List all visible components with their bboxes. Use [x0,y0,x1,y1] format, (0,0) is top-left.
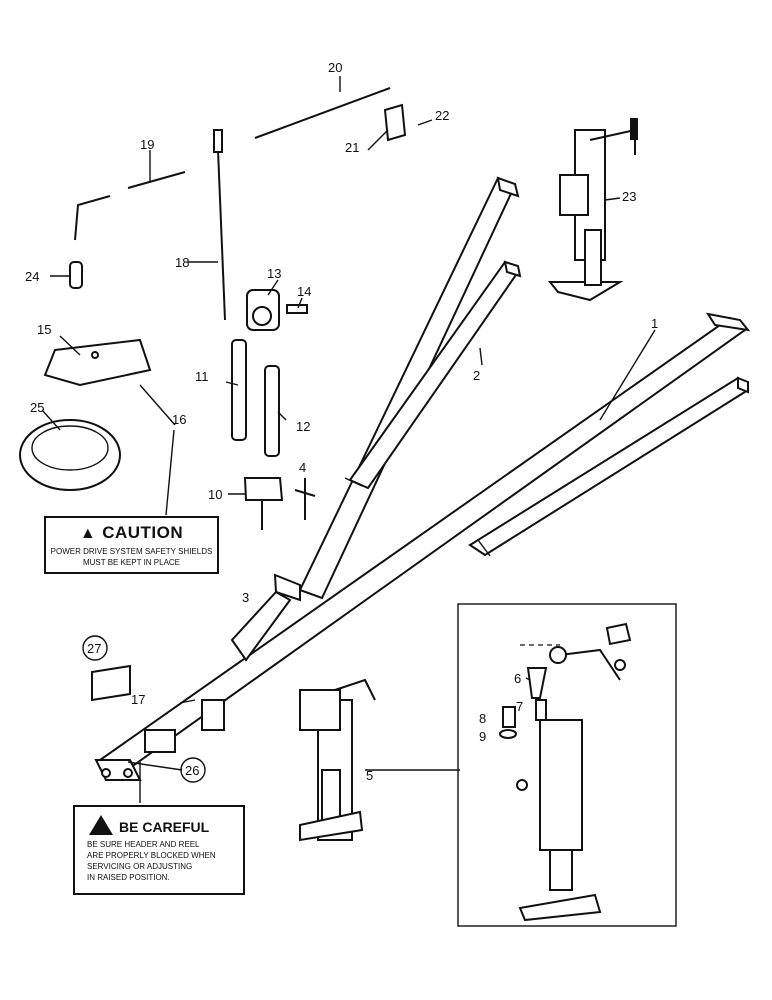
callout-18: 18 [175,255,189,270]
callout-1: 1 [651,316,658,331]
jack-23 [547,118,638,302]
clevis-10 [243,477,284,530]
careful-line-2: ARE PROPERLY BLOCKED WHEN [87,851,216,860]
callout-12: 12 [296,419,310,434]
caution-line-1: POWER DRIVE SYSTEM SAFETY SHIELDS [50,547,213,556]
careful-line-3: SERVICING OR ADJUSTING [87,862,193,871]
caution-line-2: MUST BE KEPT IN PLACE [82,558,181,567]
callout-2: 2 [473,368,480,383]
callout-16: 16 [172,412,186,427]
callout-26-circle [180,757,206,783]
frame-tube-3 [230,573,301,662]
careful-heading-text: BE CAREFUL [119,819,210,835]
callout-13: 13 [267,266,281,281]
caution-heading: ▲ CAUTION [46,523,217,543]
pin-4 [294,478,316,520]
callout-19: 19 [140,137,154,152]
jack-5 [299,678,376,842]
rod-20 [254,87,391,139]
callout-11: 11 [195,369,209,384]
pin-14 [286,304,308,314]
rod-19 [74,171,186,241]
strap-11 [231,339,247,441]
shield-ring-25 [19,419,121,491]
warning-triangle-icon [89,815,113,835]
callout-27: 27 [87,641,101,656]
rod-18 [213,129,226,321]
hitch-end [94,699,225,781]
careful-heading: BE CAREFUL [89,815,243,835]
careful-line-4: IN RAISED POSITION. [87,873,170,882]
callout-22: 22 [435,108,449,123]
callout-6: 6 [514,671,521,686]
caution-decal: ▲ CAUTION POWER DRIVE SYSTEM SAFETY SHIEL… [44,516,219,574]
careful-line-1: BE SURE HEADER AND REEL [87,840,200,849]
decal-27 [91,664,131,702]
be-careful-decal: BE CAREFUL BE SURE HEADER AND REEL ARE P… [73,805,245,895]
callout-4: 4 [299,460,306,475]
bracket-21 [383,103,407,142]
callout-24: 24 [25,269,39,284]
callout-27-circle [82,635,108,661]
callout-10: 10 [208,487,222,502]
callout-14: 14 [297,284,311,299]
callout-3: 3 [242,590,249,605]
bearing-13 [246,289,280,331]
warning-triangle-icon: ▲ [79,525,97,542]
leader-lines [41,76,656,803]
frame-tube-2 [298,176,522,600]
callout-25: 25 [30,400,44,415]
callout-labels: 1 2 3 4 5 6 7 8 9 10 11 12 13 14 15 16 1… [25,60,658,783]
callout-20: 20 [328,60,342,75]
shield-15 [43,338,152,387]
callout-17: 17 [131,692,145,707]
callout-8: 8 [479,711,486,726]
callout-26: 26 [185,763,199,778]
callout-23: 23 [622,189,636,204]
strap-12 [264,365,280,457]
pin-24 [69,261,83,289]
callout-21: 21 [345,140,359,155]
callout-15: 15 [37,322,51,337]
callout-7: 7 [516,699,523,714]
callout-9: 9 [479,729,486,744]
caution-heading-text: CAUTION [102,523,184,542]
callout-5: 5 [366,768,373,783]
jack-detail-inset [457,603,677,927]
